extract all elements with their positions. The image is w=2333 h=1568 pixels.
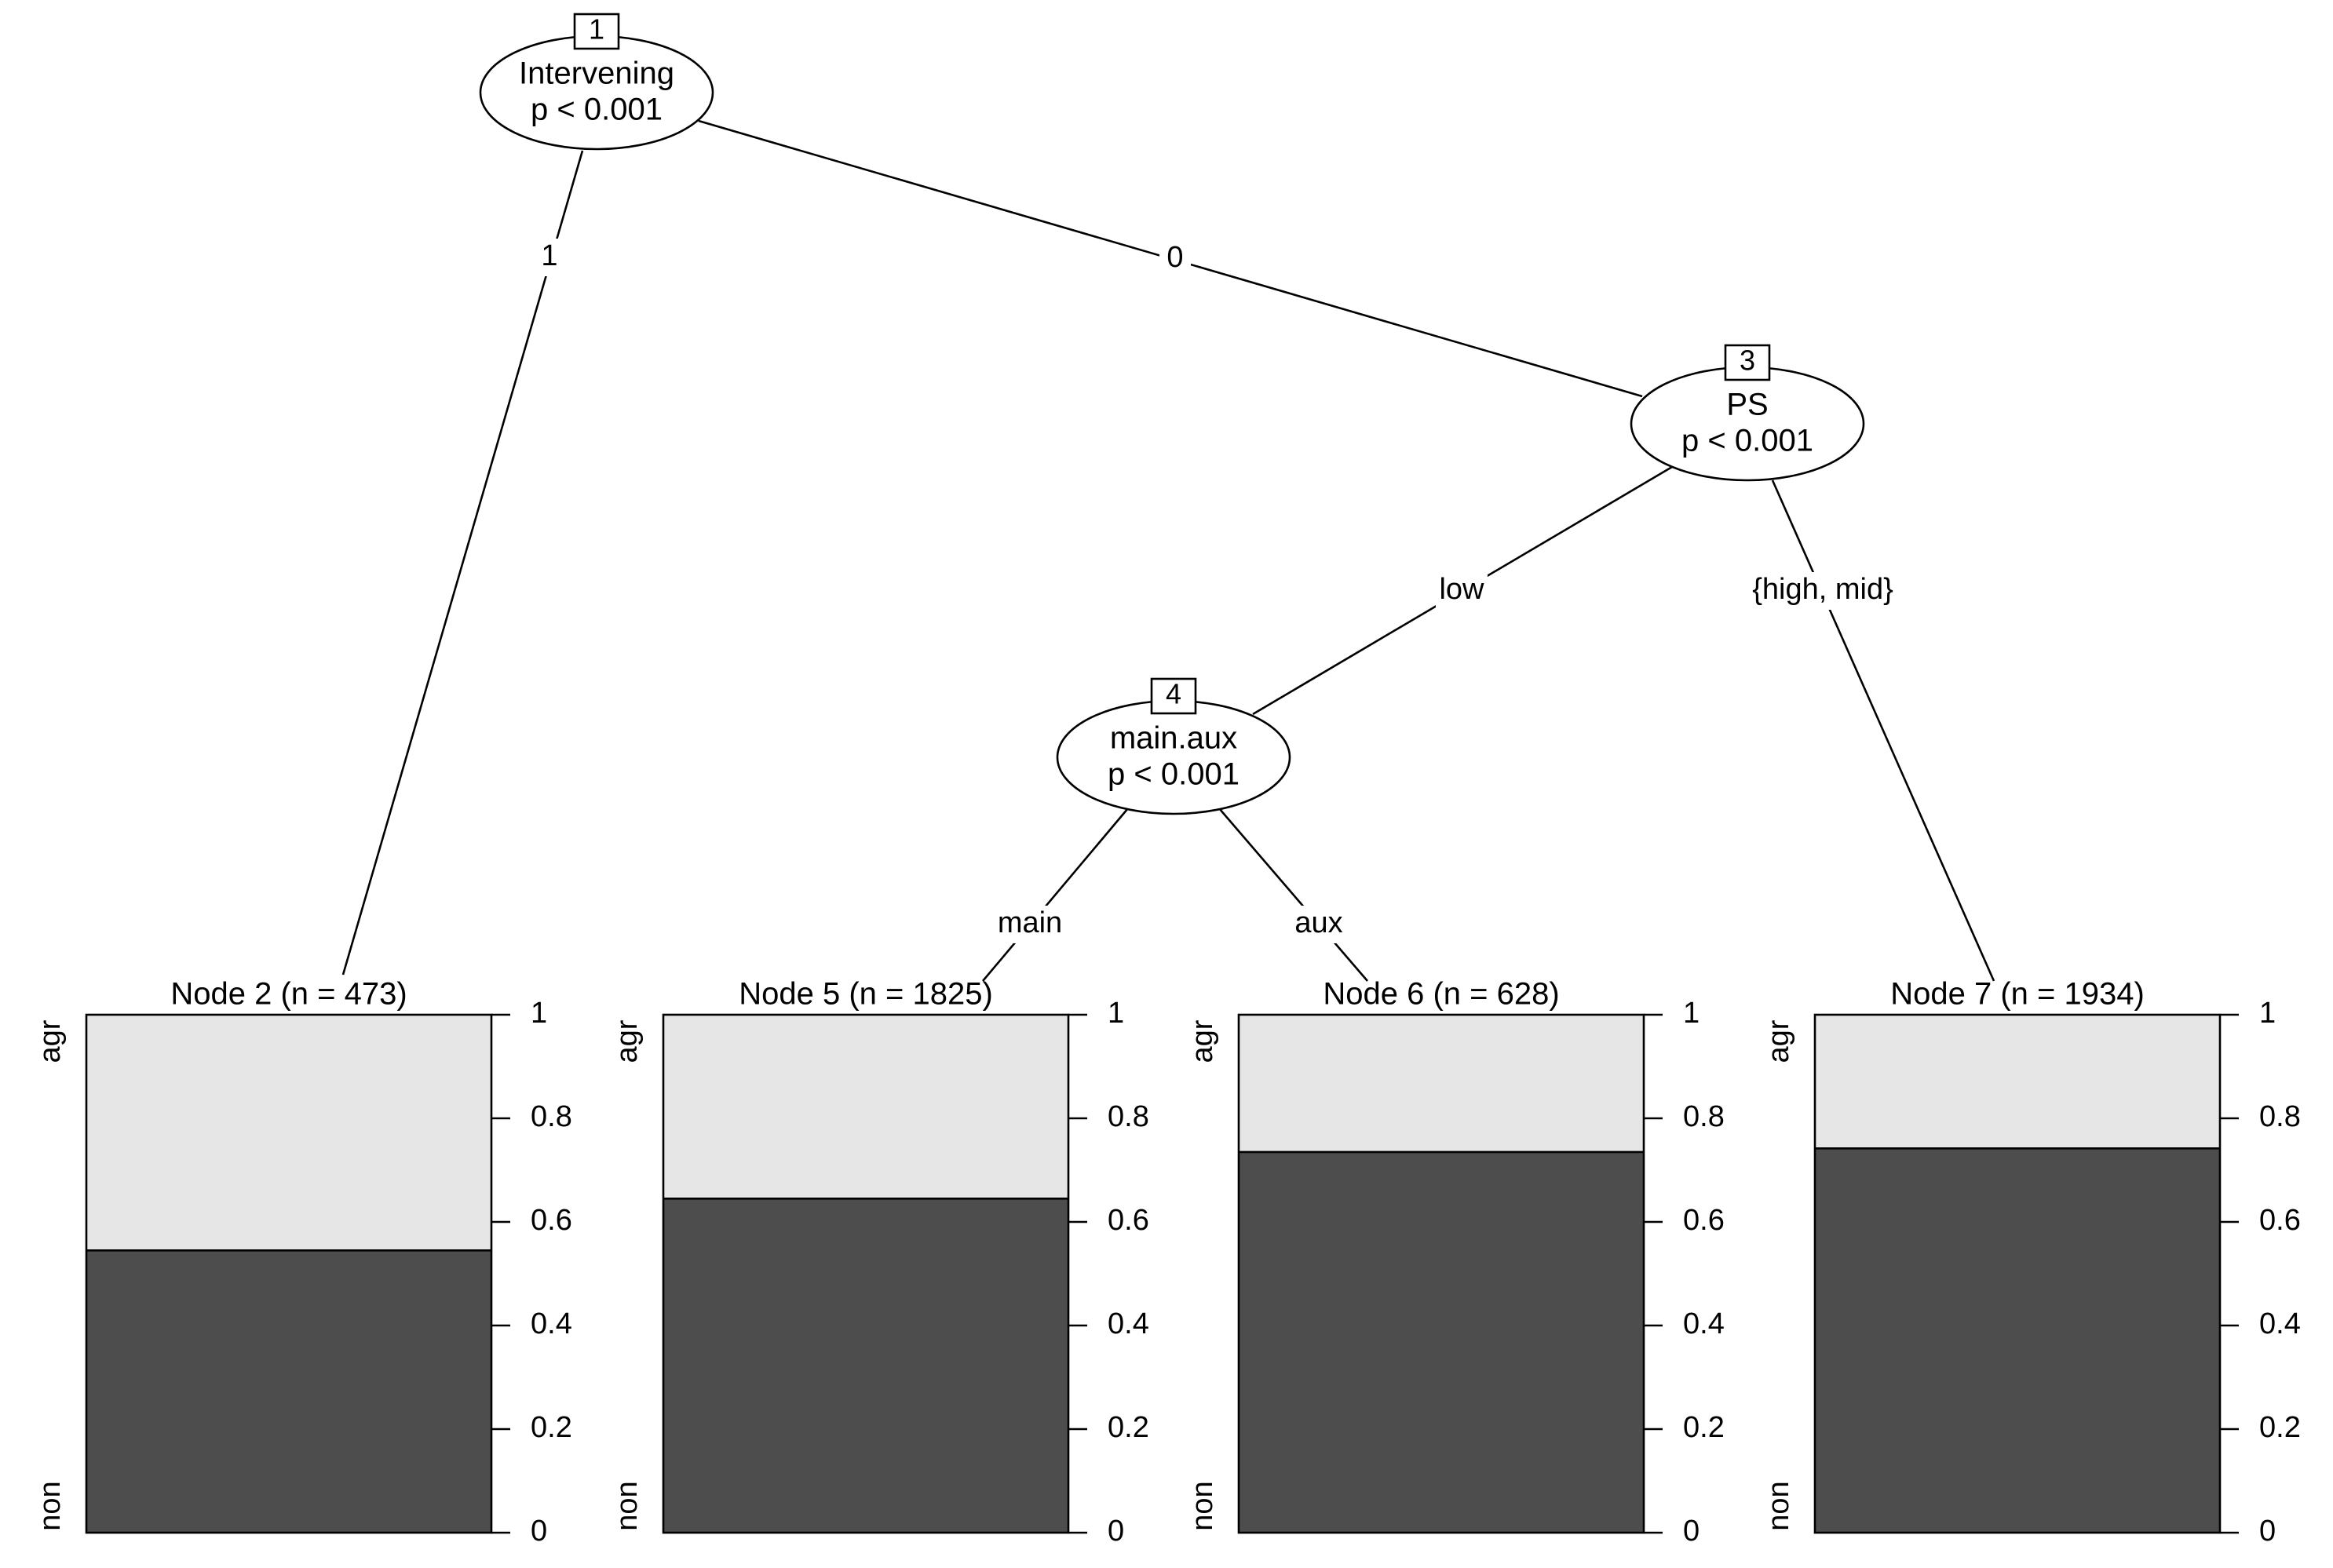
- edge-label-1-3: 0: [1166, 241, 1183, 274]
- y-tick-label: 0.2: [1683, 1411, 1725, 1444]
- panel-frame: [1813, 1013, 2222, 1534]
- terminal-title: Node 6 (n = 628): [1323, 977, 1559, 1012]
- edge-labels: 1 0 low {high, mid} main aux: [534, 239, 1918, 943]
- y-tick-label: 0: [531, 1515, 547, 1548]
- category-label-top: agr: [611, 1019, 644, 1063]
- bar-agr: [663, 1015, 1068, 1199]
- panel-frame: [85, 1013, 493, 1534]
- y-tick-label: 1: [531, 997, 547, 1030]
- terminal-nodes: Node 2 (n = 473)agrnon00.20.40.60.81Node…: [34, 977, 2301, 1548]
- terminal-title: Node 7 (n = 1934): [1890, 977, 2145, 1012]
- y-tick-label: 1: [1683, 997, 1700, 1030]
- y-tick-label: 0.6: [2259, 1204, 2301, 1237]
- y-tick-label: 0.8: [1683, 1100, 1725, 1133]
- node-p-value: p < 0.001: [1108, 757, 1240, 792]
- edge-label-4-5: main: [998, 906, 1062, 939]
- edge-4-6: [1218, 808, 1368, 982]
- bar-non: [663, 1198, 1068, 1533]
- y-tick-label: 0: [1108, 1515, 1124, 1548]
- bar-non: [1815, 1148, 2220, 1533]
- y-tick-label: 0: [1683, 1515, 1700, 1548]
- y-tick-label: 0.4: [531, 1307, 572, 1340]
- node-id-box: [573, 13, 620, 50]
- panel-frame: [662, 1013, 1070, 1534]
- edge-label-4-6: aux: [1294, 906, 1342, 939]
- y-tick-label: 1: [1108, 997, 1124, 1030]
- edge-label-bg: [1728, 572, 1918, 610]
- y-tick-label: 0.2: [531, 1411, 572, 1444]
- terminal-node-5: Node 5 (n = 1825) agr non 0 0.2 0.4 0.6 0.8 1: [611, 977, 1149, 1548]
- bar-agr: [86, 1015, 491, 1251]
- category-label-bottom: non: [611, 1481, 644, 1530]
- category-label-top: agr: [34, 1019, 67, 1063]
- category-label-bottom: non: [1186, 1481, 1219, 1530]
- edge-label-3-7: {high, mid}: [1752, 573, 1893, 606]
- node-id: 1: [589, 13, 604, 46]
- node-variable: main.aux: [1110, 721, 1237, 756]
- y-tick-label: 0.6: [1108, 1204, 1149, 1237]
- y-tick-label: 0.6: [1683, 1204, 1725, 1237]
- edge-1-2: [341, 150, 584, 975]
- node-id-box: [1724, 344, 1771, 381]
- category-label-top: agr: [1762, 1019, 1795, 1063]
- terminal-node-2: Node 2 (n = 473) agr non 0 0.2 0.4 0.6 0.8 1: [34, 977, 572, 1548]
- y-tick-label: 0: [2259, 1515, 2276, 1548]
- bar-agr: [1815, 1015, 2220, 1149]
- edge-label-bg: [1159, 240, 1191, 278]
- bar-non: [86, 1250, 491, 1533]
- bar-agr: [1239, 1015, 1644, 1152]
- y-tick-label: 0.4: [2259, 1307, 2301, 1340]
- edge-label-bg: [534, 239, 565, 276]
- edge-label-bg: [1436, 572, 1488, 610]
- panel-frame: [1237, 1013, 1645, 1534]
- terminal-title: Node 2 (n = 473): [170, 977, 407, 1012]
- edge-4-5: [982, 808, 1129, 982]
- node-p-value: p < 0.001: [1681, 424, 1813, 458]
- edge-label-1-2: 1: [541, 239, 557, 272]
- node-id: 4: [1166, 678, 1181, 710]
- terminal-title: Node 5 (n = 1825): [739, 977, 993, 1012]
- terminal-node-7: Node 7 (n = 1934) agr non 0 0.2 0.4 0.6 0.8 1: [1762, 977, 2301, 1548]
- edge-label-bg: [1293, 906, 1345, 943]
- y-tick-label: 0.6: [531, 1204, 572, 1237]
- node-variable: Intervening: [519, 57, 674, 91]
- node-id: 3: [1740, 345, 1755, 377]
- node-variable: PS: [1726, 388, 1768, 422]
- y-tick-label: 0.2: [2259, 1411, 2301, 1444]
- terminal-node-6: Node 6 (n = 628) agr non 0 0.2 0.4 0.6 0.8 1: [1186, 977, 1725, 1548]
- edge-3-7: [1771, 480, 1995, 982]
- category-label-bottom: non: [1762, 1481, 1795, 1530]
- y-tick-label: 0.8: [2259, 1100, 2301, 1133]
- bar-non: [1239, 1151, 1644, 1533]
- y-tick-label: 1: [2259, 997, 2276, 1030]
- y-tick-label: 0.8: [531, 1100, 572, 1133]
- node-p-value: p < 0.001: [531, 93, 663, 127]
- edge-label-3-4: low: [1439, 573, 1484, 606]
- y-tick-label: 0.4: [1108, 1307, 1149, 1340]
- category-label-bottom: non: [34, 1481, 67, 1530]
- y-tick-label: 0.8: [1108, 1100, 1149, 1133]
- y-tick-label: 0.2: [1108, 1411, 1149, 1444]
- category-label-top: agr: [1186, 1019, 1219, 1063]
- node-id-box: [1150, 677, 1197, 715]
- edge-label-bg: [995, 906, 1064, 943]
- y-tick-label: 0.4: [1683, 1307, 1725, 1340]
